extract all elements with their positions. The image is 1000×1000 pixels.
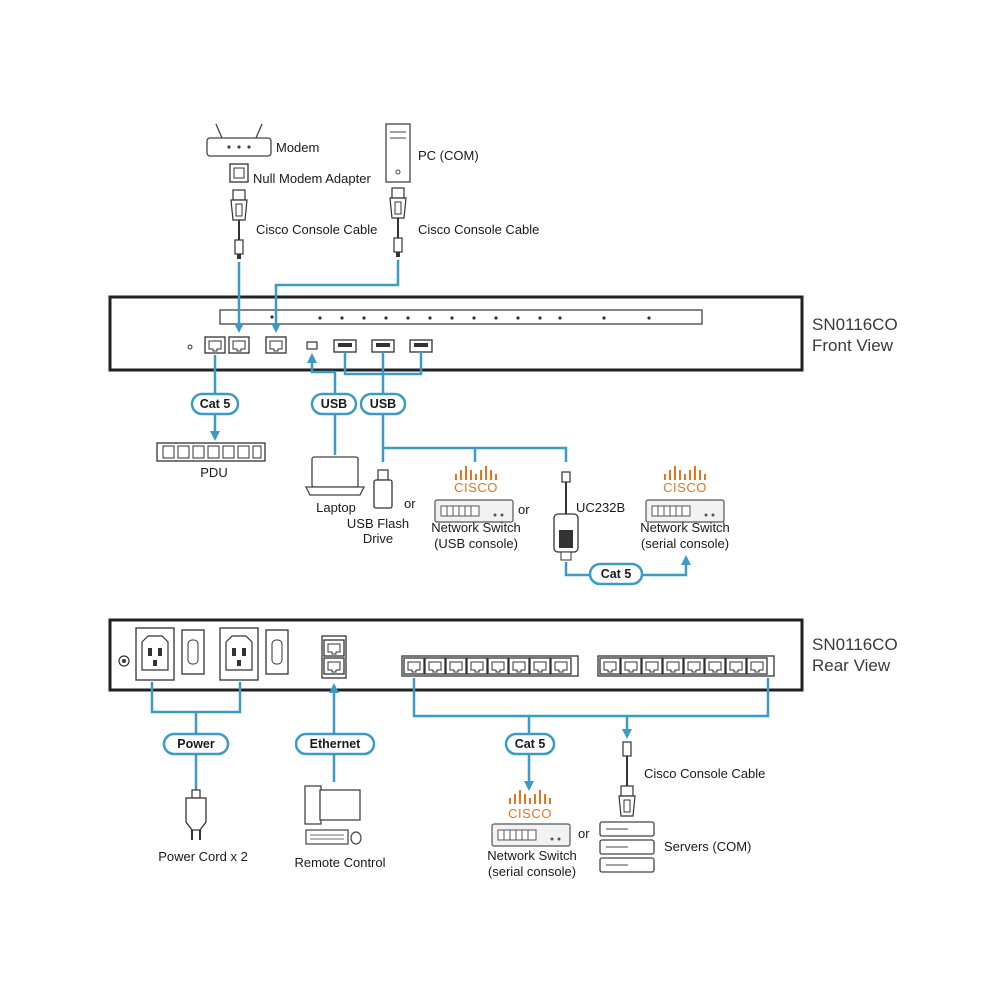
network-switch-rear-icon (491, 823, 571, 847)
serial-bridge (412, 678, 770, 718)
power-cord-label: Power Cord x 2 (158, 849, 248, 864)
front-panel (108, 295, 804, 372)
or-label-1: or (404, 496, 416, 511)
cisco-logo-icon-2 (664, 466, 706, 480)
left-console-cable-icon (230, 189, 248, 260)
usb-flash-label-line1: USB Flash (347, 516, 409, 531)
cisco-logo-icon-rear (509, 790, 551, 804)
network-switch-usb-icon (434, 499, 514, 523)
rear-title-line1: SN0116CO (812, 635, 898, 654)
switch-rear-label-line1: Network Switch (487, 848, 577, 863)
rear-cisco-cable-label: Cisco Console Cable (644, 766, 765, 781)
power-plug-icon (185, 789, 207, 840)
switch-serial-label-line1: Network Switch (640, 520, 730, 535)
cisco-cable-right-label: Cisco Console Cable (418, 222, 539, 237)
svg-text:Cat 5: Cat 5 (515, 737, 546, 751)
ethernet-pill: Ethernet (294, 732, 376, 756)
or-label-2: or (518, 502, 530, 517)
remote-control-label: Remote Control (294, 855, 385, 870)
switch-rear-label-line2: (serial console) (488, 864, 576, 879)
network-switch-serial-icon (645, 499, 725, 523)
modem-label: Modem (276, 140, 319, 155)
pdu-icon (156, 442, 266, 462)
front-title-line2: Front View (812, 336, 894, 355)
front-title-line1: SN0116CO (812, 315, 898, 334)
usb-pill-main: USB (359, 392, 407, 416)
svg-text:USB: USB (321, 397, 347, 411)
cat5-pill-uc232b: Cat 5 (588, 562, 644, 586)
pc-icon (385, 123, 411, 183)
svg-text:Cat 5: Cat 5 (601, 567, 632, 581)
usb-distribution (383, 446, 568, 462)
svg-text:USB: USB (370, 397, 396, 411)
servers-label: Servers (COM) (664, 839, 751, 854)
or-label-rear: or (578, 826, 590, 841)
cisco-brand-1: CISCO (454, 480, 498, 495)
cisco-brand-rear: CISCO (508, 806, 552, 821)
svg-text:Ethernet: Ethernet (310, 737, 362, 751)
laptop-icon (304, 456, 366, 496)
pc-link (271, 260, 400, 333)
pdu-label: PDU (200, 465, 227, 480)
null-modem-label: Null Modem Adapter (253, 171, 371, 186)
pc-label: PC (COM) (418, 148, 479, 163)
cisco-logo-icon (455, 466, 497, 480)
remote-pc-icon (304, 785, 362, 845)
usb-pill-laptop: USB (310, 392, 358, 416)
cisco-cable-left-label: Cisco Console Cable (256, 222, 377, 237)
switch-serial-label-line2: (serial console) (641, 536, 729, 551)
cat5-pill-rear: Cat 5 (504, 732, 556, 756)
svg-text:Cat 5: Cat 5 (200, 397, 231, 411)
cisco-brand-2: CISCO (663, 480, 707, 495)
switch-usb-label-line1: Network Switch (431, 520, 521, 535)
rear-panel (108, 618, 804, 692)
null-modem-adapter-icon (229, 163, 249, 183)
usb-flash-label-line2: Drive (363, 531, 393, 546)
uc232b-adapter-icon (553, 471, 579, 561)
rear-title-line2: Rear View (812, 656, 891, 675)
servers-icon (599, 821, 655, 873)
modem-icon (206, 123, 272, 157)
laptop-label: Laptop (316, 500, 356, 515)
right-console-cable-icon (389, 187, 407, 258)
rear-console-cable-icon (618, 741, 636, 817)
switch-usb-label-line2: (USB console) (434, 536, 518, 551)
power-pill: Power (162, 732, 230, 756)
svg-text:Power: Power (177, 737, 215, 751)
cat5-pill-pdu: Cat 5 (190, 392, 240, 416)
uc232b-label: UC232B (576, 500, 625, 515)
usb-flash-drive-icon (373, 469, 393, 509)
